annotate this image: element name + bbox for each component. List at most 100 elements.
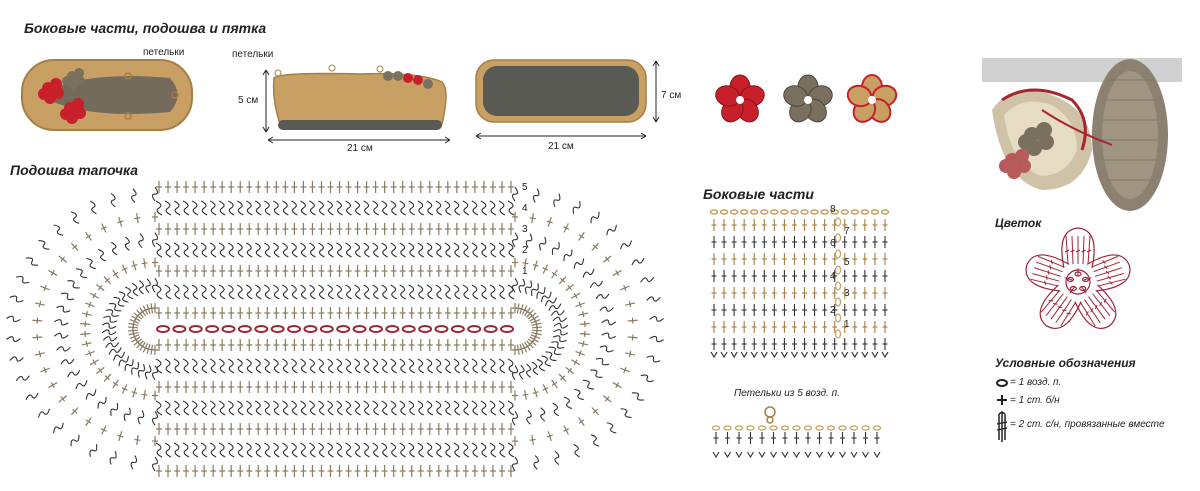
section-title-sides-sole-heel: Боковые части, подошва и пятка bbox=[24, 20, 267, 36]
chain-stitch bbox=[270, 325, 285, 333]
stitch-column bbox=[336, 181, 343, 319]
chain-stitch bbox=[467, 325, 482, 333]
stitch-column bbox=[444, 181, 452, 319]
stitch-column bbox=[255, 181, 262, 319]
flower-decor-icon bbox=[999, 122, 1054, 179]
slipper-side-view bbox=[262, 64, 451, 144]
stitch-column bbox=[327, 181, 334, 319]
base-stitch bbox=[873, 451, 881, 459]
base-stitch bbox=[862, 451, 869, 459]
stitch-column bbox=[336, 339, 343, 477]
chain-stitch bbox=[287, 325, 302, 333]
side-row-number: 5 bbox=[844, 257, 850, 268]
stitch-column bbox=[209, 339, 217, 477]
chain-symbol-icon bbox=[996, 379, 1008, 387]
stitch-column bbox=[246, 181, 253, 319]
loop-chain bbox=[764, 406, 776, 418]
flower-petal bbox=[1025, 254, 1073, 292]
chain-stitch bbox=[840, 209, 850, 215]
base-stitch bbox=[735, 451, 743, 459]
stitch-column bbox=[151, 186, 159, 314]
base-stitch bbox=[861, 351, 869, 359]
stitch-column bbox=[408, 181, 415, 319]
insole-illustration bbox=[21, 59, 193, 131]
chain-stitch bbox=[319, 325, 334, 333]
stitch-column bbox=[182, 181, 190, 319]
sole-row-number: 3 bbox=[522, 224, 528, 235]
base-stitch bbox=[770, 451, 777, 459]
stitch-column bbox=[264, 339, 271, 477]
loops-caption: Петельки из 5 возд. п. bbox=[734, 388, 840, 399]
side-row-number: 8 bbox=[830, 204, 836, 215]
stitch-column bbox=[327, 339, 334, 477]
stitch-column bbox=[273, 181, 280, 319]
chain-stitch bbox=[820, 209, 829, 215]
loop-chain bbox=[766, 416, 774, 424]
chain-stitch bbox=[860, 209, 870, 215]
legend-item-single-crochet: = 1 ст. б/н bbox=[1010, 395, 1060, 406]
stitch-column bbox=[38, 239, 143, 320]
chain-stitch bbox=[483, 325, 498, 333]
stitch-column bbox=[453, 339, 461, 477]
stitch-column bbox=[531, 316, 664, 331]
stitch-column bbox=[155, 339, 163, 477]
stitch-column bbox=[282, 339, 289, 477]
stitch-column bbox=[218, 181, 226, 319]
stitch-column bbox=[390, 181, 397, 319]
stitch-column bbox=[471, 181, 479, 319]
flowers-row bbox=[715, 74, 898, 123]
stitch-column bbox=[526, 224, 617, 318]
stitch-column bbox=[227, 181, 235, 319]
base-stitch bbox=[747, 451, 754, 459]
stitch-column bbox=[246, 339, 253, 477]
stitch-column bbox=[480, 339, 488, 477]
stitch-column bbox=[182, 339, 190, 477]
stitch-column bbox=[70, 341, 146, 447]
two-dc-together-symbol-icon bbox=[996, 411, 1008, 442]
stitch-column bbox=[399, 181, 406, 319]
stitch-column bbox=[435, 339, 443, 477]
base-stitch bbox=[839, 451, 846, 459]
stitch-column bbox=[507, 181, 515, 319]
base-stitch bbox=[720, 351, 728, 359]
base-stitch bbox=[821, 351, 829, 359]
side-row-number: 6 bbox=[830, 237, 836, 249]
stitch-column bbox=[518, 193, 561, 314]
base-stitch bbox=[851, 351, 859, 359]
stitch-column bbox=[489, 181, 497, 319]
chain-stitch bbox=[780, 209, 789, 215]
stitch-column bbox=[363, 181, 370, 319]
base-stitch bbox=[781, 451, 789, 459]
stitch-column bbox=[9, 330, 139, 362]
stitch-column bbox=[282, 181, 289, 319]
turning-chain bbox=[834, 297, 842, 307]
flower-petal bbox=[1061, 227, 1095, 276]
side-row-number: 4 bbox=[830, 271, 836, 282]
base-stitch bbox=[710, 351, 718, 359]
chain-stitch bbox=[870, 209, 880, 215]
stitch-column bbox=[529, 336, 645, 401]
stitch-column bbox=[236, 339, 244, 477]
flower-petal bbox=[1039, 284, 1082, 330]
chain-stitch bbox=[729, 209, 739, 215]
base-stitch bbox=[712, 451, 720, 459]
stitch-column bbox=[130, 344, 155, 470]
turning-chain bbox=[834, 265, 842, 275]
side-row-number: 7 bbox=[844, 226, 850, 237]
stitch-column bbox=[155, 181, 163, 319]
stitch-column bbox=[264, 181, 271, 319]
stitch-column bbox=[90, 200, 149, 315]
chain-stitch bbox=[352, 325, 367, 333]
legend-title: Условные обозначения bbox=[995, 356, 1136, 370]
chain-stitch bbox=[800, 209, 809, 215]
stitch-column bbox=[511, 344, 519, 472]
stitch-column bbox=[318, 339, 325, 477]
chain-stitch bbox=[385, 325, 400, 333]
stitch-column bbox=[417, 339, 424, 477]
base-stitch bbox=[790, 351, 798, 359]
stitch-column bbox=[309, 339, 316, 477]
stitch-column bbox=[444, 339, 452, 477]
chain-stitch bbox=[826, 425, 836, 431]
sole-row-number: 1 bbox=[522, 266, 528, 277]
